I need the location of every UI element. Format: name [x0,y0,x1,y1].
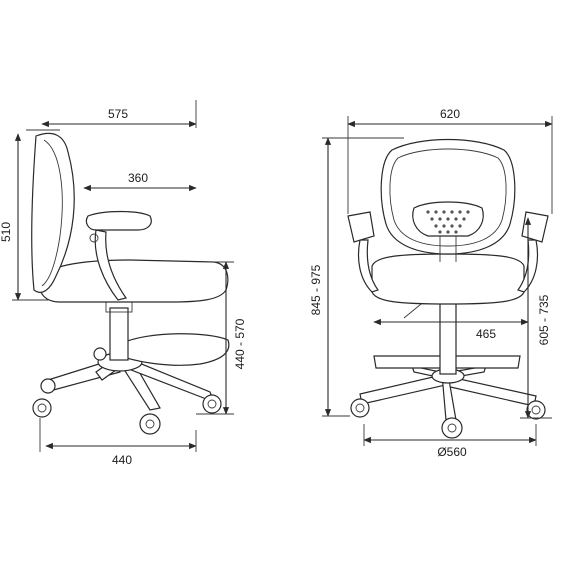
caster [350,398,370,418]
caster [32,398,52,418]
side-view-seat [39,259,229,303]
side-view-footrest [119,333,230,366]
caster [441,417,463,439]
caster [202,394,222,414]
side-view-backrest [31,132,75,293]
side-view-armrest [85,210,152,231]
dim-backrest-height: 510 [0,222,13,242]
side-view-base [32,347,222,435]
front-view: 620 465 845 - 975 605 - 735 Ø560 [309,107,553,459]
side-view-gas-lift [109,307,129,361]
dim-seat-depth: 360 [128,171,148,185]
front-view-gas-lift [439,301,457,375]
dim-total-height: 845 - 975 [309,264,323,315]
caster [526,400,546,420]
dim-base-width: 440 [112,453,132,467]
dim-seat-width: 465 [476,327,496,341]
dim-seat-height: 440 - 570 [233,318,247,369]
lumbar-holes [426,210,470,234]
dim-side-depth: 575 [108,107,128,121]
dim-front-width: 620 [440,107,460,121]
front-view-base [350,365,546,439]
dim-armrest-height: 605 - 735 [537,294,551,345]
side-view: 575 360 510 440 - 570 440 [0,100,247,467]
front-view-seat [371,253,525,305]
caster [40,378,56,394]
caster [139,413,161,435]
front-view-armrest-left [357,239,379,293]
dim-base-diameter: Ø560 [437,445,467,459]
caster [93,347,107,361]
